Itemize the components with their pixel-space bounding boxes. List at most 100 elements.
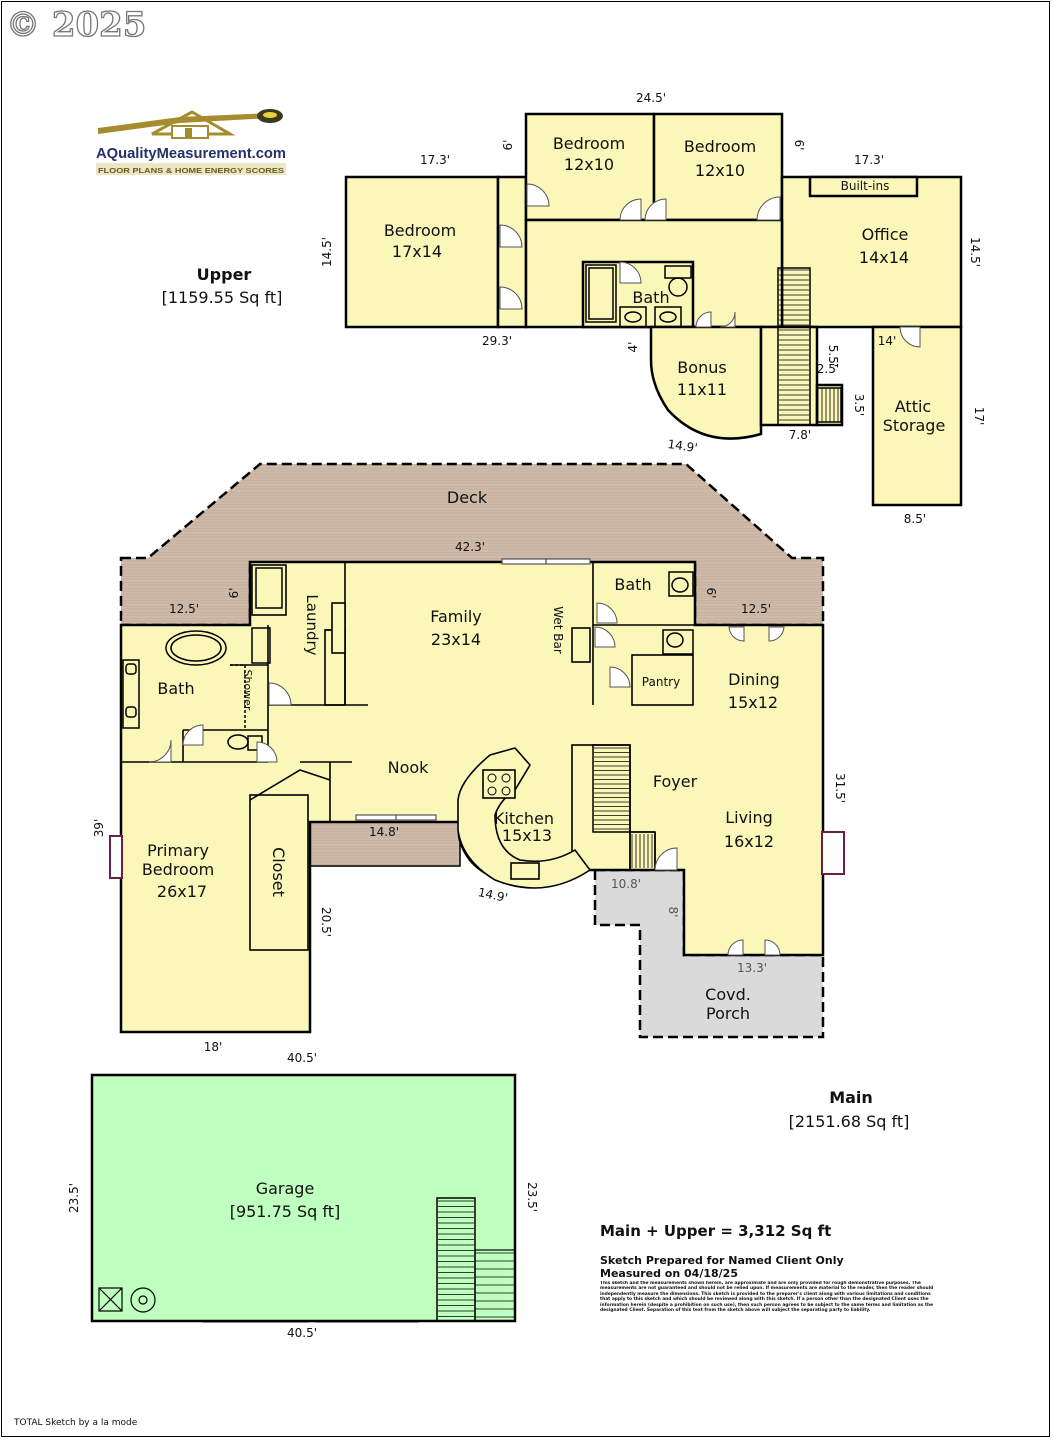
main-stairs bbox=[594, 747, 653, 868]
primary-bedroom-name-2: Bedroom bbox=[142, 860, 214, 879]
svg-text:6': 6' bbox=[501, 140, 515, 151]
svg-text:14.5': 14.5' bbox=[968, 237, 982, 267]
svg-text:10.8': 10.8' bbox=[611, 877, 641, 891]
svg-text:29.3': 29.3' bbox=[482, 334, 512, 348]
shower-label: Shower bbox=[241, 670, 254, 711]
dining-size: 15x12 bbox=[728, 693, 778, 712]
svg-text:31.5': 31.5' bbox=[833, 773, 847, 803]
main-doors bbox=[148, 602, 785, 956]
svg-text:8.5': 8.5' bbox=[904, 512, 926, 526]
main-bath-fixtures bbox=[122, 567, 694, 751]
svg-text:12.5': 12.5' bbox=[741, 602, 771, 616]
svg-text:3.5': 3.5' bbox=[852, 394, 866, 416]
living-size: 16x12 bbox=[724, 832, 774, 851]
svg-text:14': 14' bbox=[878, 334, 897, 348]
upper-bedroom-right-size: 12x10 bbox=[695, 161, 745, 180]
kitchen-counters bbox=[331, 602, 592, 889]
upper-bedroom-right-name: Bedroom bbox=[684, 137, 756, 156]
svg-text:4': 4' bbox=[626, 342, 640, 353]
svg-text:2.5': 2.5' bbox=[817, 362, 839, 376]
upper-builtins bbox=[808, 175, 919, 198]
closet-label: Closet bbox=[269, 847, 288, 897]
svg-text:6': 6' bbox=[227, 588, 241, 599]
primary-bedroom-name-1: Primary bbox=[147, 841, 209, 860]
upper-bonus-name: Bonus bbox=[677, 358, 726, 377]
prepared-note: Sketch Prepared for Named Client Only bbox=[600, 1254, 844, 1267]
svg-text:42.3': 42.3' bbox=[455, 540, 485, 554]
company-logo: AQualityMeasurement.com FLOOR PLANS & HO… bbox=[96, 109, 286, 175]
svg-text:7.8': 7.8' bbox=[789, 428, 811, 442]
upper-bedroom-left-size: 12x10 bbox=[564, 155, 614, 174]
kitchen-size: 15x13 bbox=[502, 826, 552, 845]
svg-text:17.3': 17.3' bbox=[854, 153, 884, 167]
laundry-label: Laundry bbox=[303, 594, 321, 655]
garage-dim-left: 23.5' bbox=[67, 1183, 81, 1213]
fireplace-left bbox=[109, 835, 123, 879]
family-size: 23x14 bbox=[431, 630, 481, 649]
upper-builtins-label: Built-ins bbox=[841, 179, 890, 193]
deck-label: Deck bbox=[447, 488, 488, 507]
garage-area-label: [951.75 Sq ft] bbox=[230, 1202, 341, 1221]
svg-text:8': 8' bbox=[666, 907, 680, 918]
bath-right-label: Bath bbox=[614, 575, 651, 594]
stove-burners bbox=[487, 773, 511, 796]
upper-level-area: [1159.55 Sq ft] bbox=[162, 288, 283, 307]
main-interior-walls bbox=[121, 562, 695, 951]
measured-date: Measured on 04/18/25 bbox=[600, 1267, 738, 1280]
disclaimer-text: This sketch and the measurements shown h… bbox=[600, 1281, 934, 1314]
pantry-label: Pantry bbox=[642, 675, 680, 689]
fireplace-right bbox=[821, 831, 845, 875]
upper-attic-label-2: Storage bbox=[883, 416, 946, 435]
svg-text:12.5': 12.5' bbox=[169, 602, 199, 616]
main-level-area: [2151.68 Sq ft] bbox=[789, 1112, 910, 1131]
svg-text:14.8': 14.8' bbox=[369, 825, 399, 839]
upper-stairs bbox=[779, 269, 839, 422]
upper-doors bbox=[499, 183, 921, 348]
upper-fixtures bbox=[585, 264, 842, 426]
porch-label-1: Covd. bbox=[705, 985, 751, 1004]
footer-credit: TOTAL Sketch by a la mode bbox=[13, 1418, 138, 1428]
upper-level-label: Upper bbox=[197, 265, 252, 284]
svg-text:40.5': 40.5' bbox=[287, 1051, 317, 1065]
garage-dim-right: 23.5' bbox=[525, 1182, 539, 1212]
garage-stairs bbox=[438, 1200, 514, 1318]
total-area: Main + Upper = 3,312 Sq ft bbox=[600, 1222, 831, 1240]
upper-office bbox=[780, 175, 963, 329]
upper-bath-label: Bath bbox=[632, 288, 669, 307]
upper-attic-label-1: Attic bbox=[895, 397, 931, 416]
svg-text:6': 6' bbox=[792, 140, 806, 151]
upper-office-size: 14x14 bbox=[859, 248, 909, 267]
foyer-label: Foyer bbox=[653, 772, 698, 791]
svg-text:18': 18' bbox=[204, 1040, 223, 1054]
svg-text:17': 17' bbox=[972, 407, 986, 426]
nook-label: Nook bbox=[388, 758, 430, 777]
wetbar-label: Wet Bar bbox=[551, 606, 565, 654]
logo-brand-text: AQualityMeasurement.com bbox=[96, 145, 286, 162]
garage-name: Garage bbox=[256, 1179, 315, 1198]
upper-bonus-size: 11x11 bbox=[677, 380, 727, 399]
covered-porch bbox=[593, 868, 825, 1039]
upper-dimensions: 24.5' 17.3' 17.3' 6' 6' 14.5' 14.5' 29.3… bbox=[320, 91, 986, 526]
svg-text:5.5': 5.5' bbox=[826, 345, 840, 367]
upper-level-plan bbox=[344, 112, 963, 507]
svg-text:14.5': 14.5' bbox=[320, 237, 334, 267]
svg-text:20.5': 20.5' bbox=[319, 907, 333, 937]
bath-left-label: Bath bbox=[157, 679, 194, 698]
main-dimensions: 42.3' 12.5' 12.5' 6' 6' 39' 31.5' 14.8' … bbox=[92, 540, 847, 1065]
kitchen-name: Kitchen bbox=[494, 809, 554, 828]
garage-equipment bbox=[98, 1287, 156, 1313]
upper-office-name: Office bbox=[862, 225, 909, 244]
svg-text:14.9': 14.9' bbox=[667, 437, 699, 455]
dining-name: Dining bbox=[728, 670, 780, 689]
copyright-text: © 2025 bbox=[6, 5, 146, 45]
logo-tagline-text: FLOOR PLANS & HOME ENERGY SCORES bbox=[98, 168, 284, 175]
svg-text:17.3': 17.3' bbox=[420, 153, 450, 167]
porch-label-2: Porch bbox=[706, 1004, 750, 1023]
upper-bonus bbox=[649, 325, 763, 440]
upper-bedroom-large-size: 17x14 bbox=[392, 242, 442, 261]
upper-bedroom-left-name: Bedroom bbox=[553, 134, 625, 153]
svg-text:39': 39' bbox=[92, 819, 106, 838]
living-name: Living bbox=[725, 808, 773, 827]
